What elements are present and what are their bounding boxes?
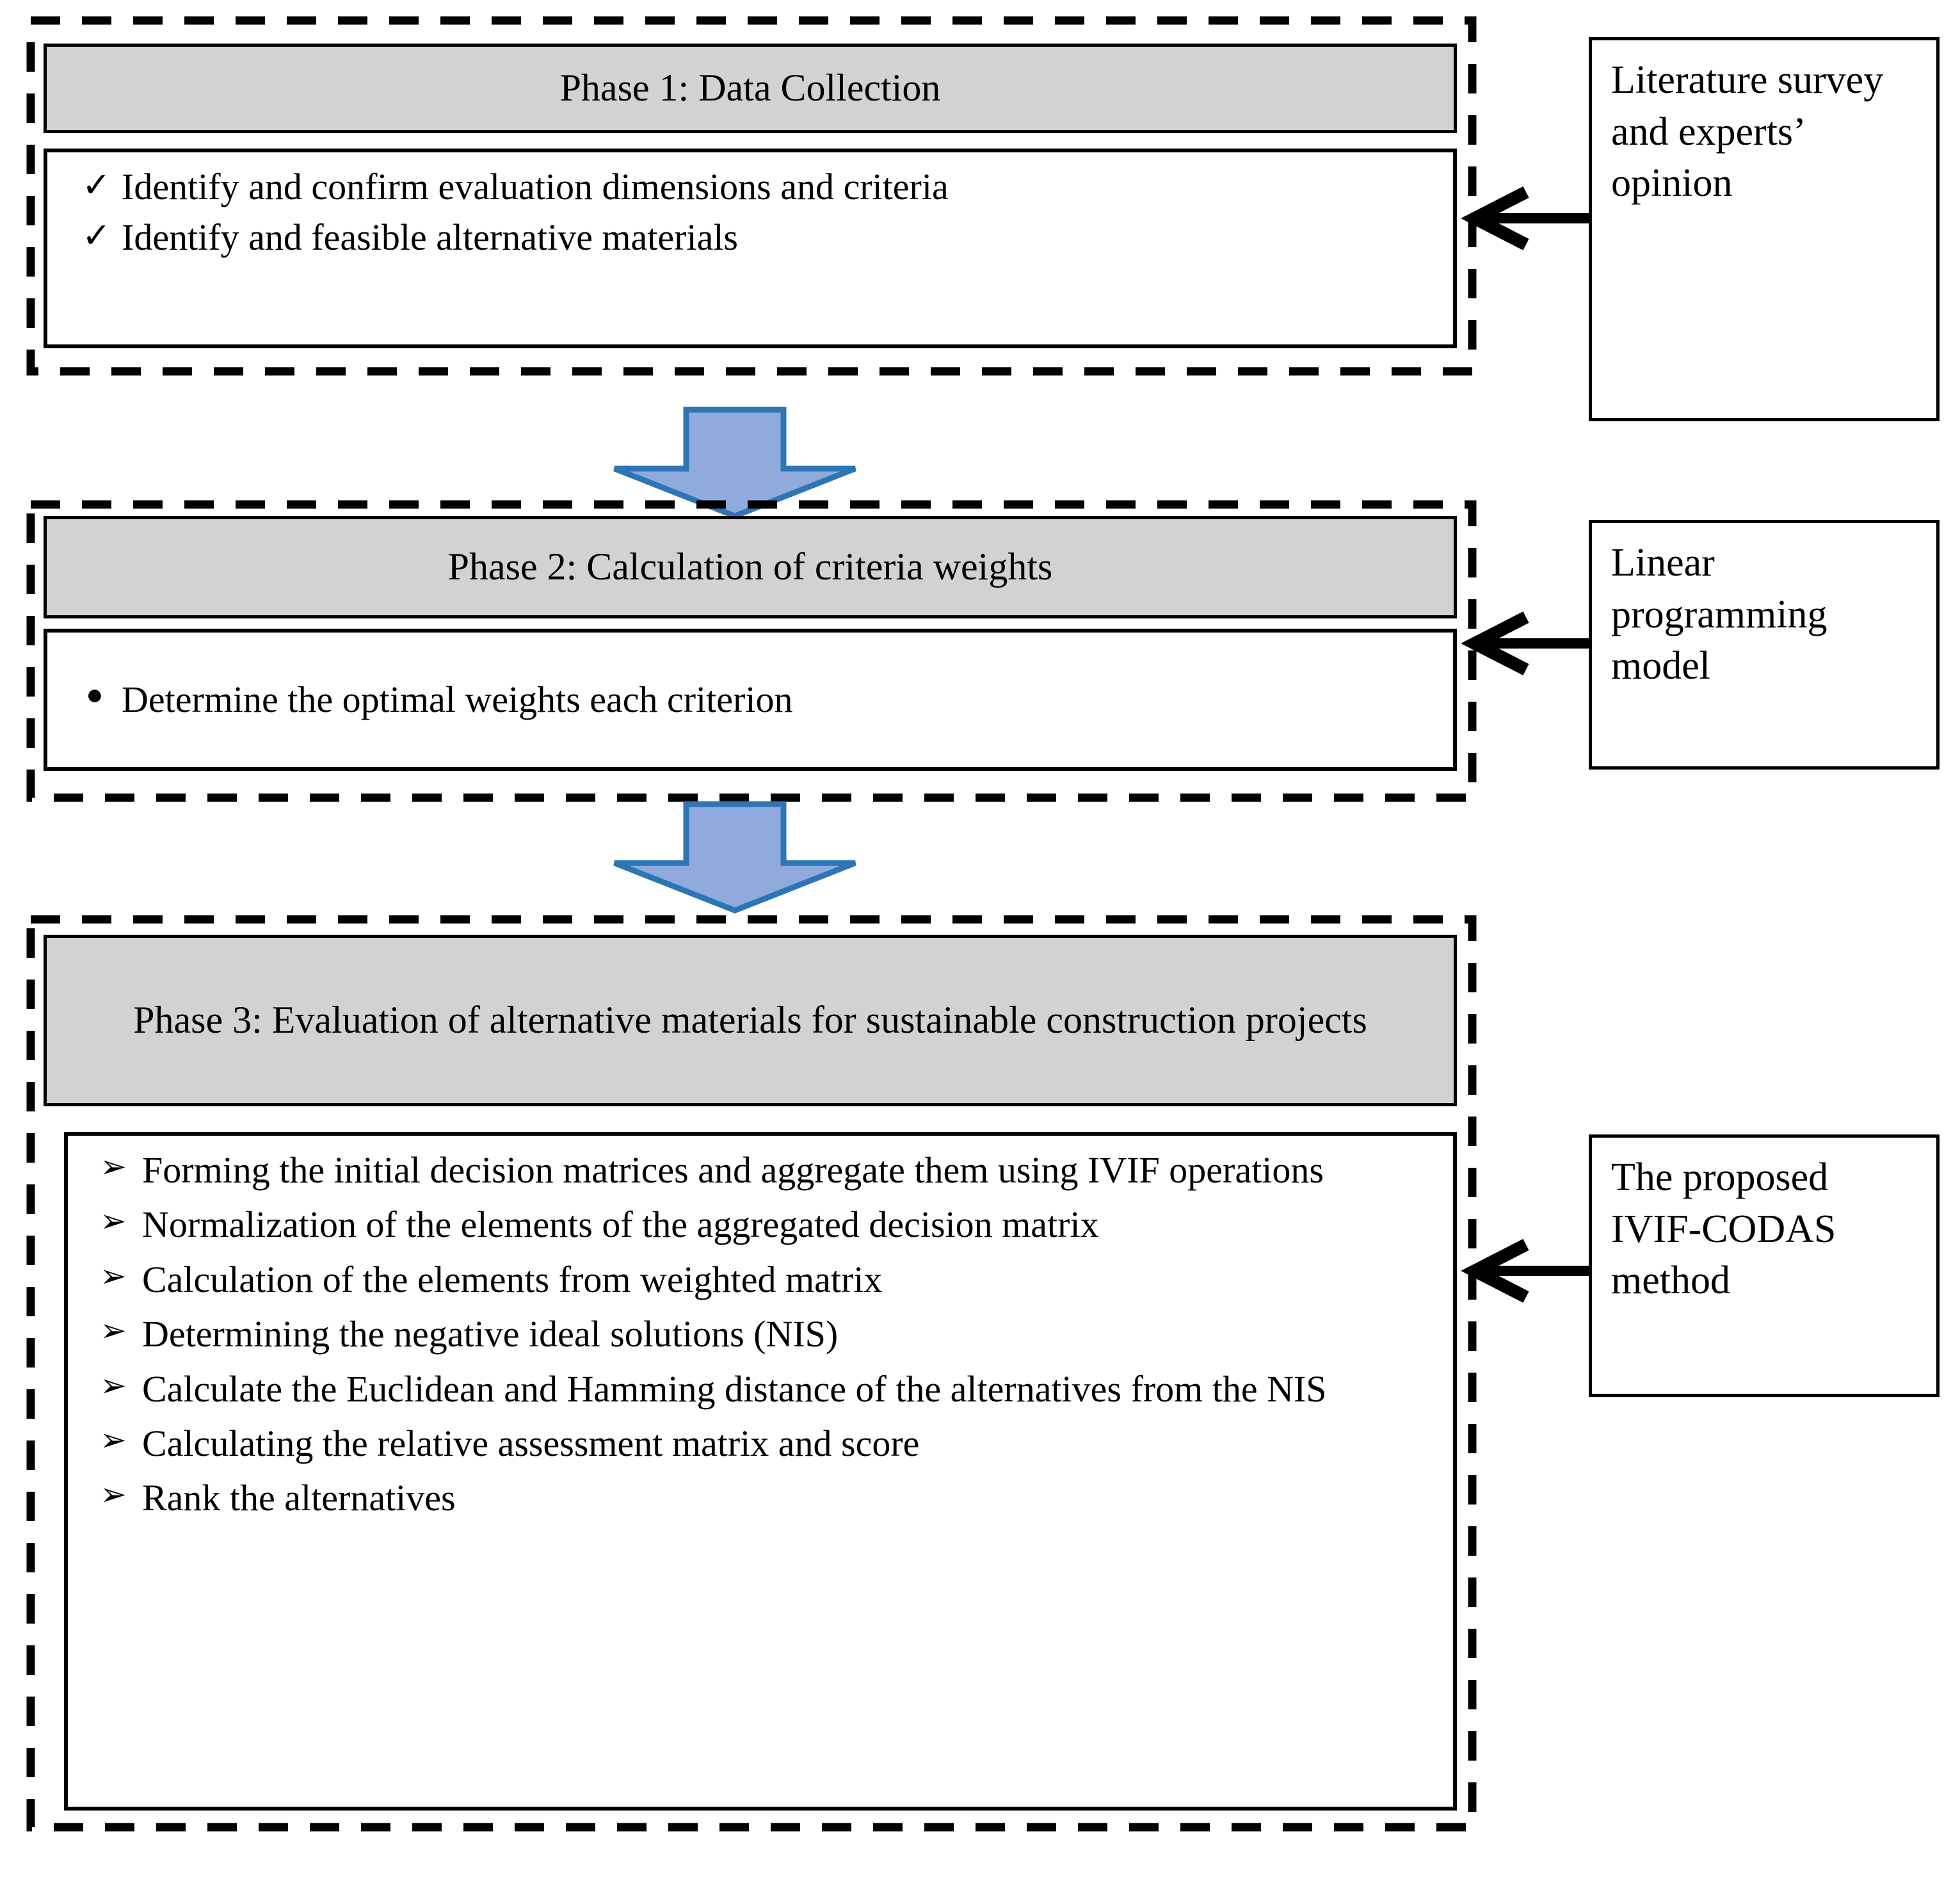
list-item-label: Calculation of the elements from weighte… [142, 1258, 883, 1300]
phase-2-list: ● Determine the optimal weights each cri… [60, 675, 1440, 723]
side-box-1: Literature survey and experts’ opinion [1589, 37, 1940, 421]
input-arrow-3 [1461, 1236, 1593, 1306]
side-box-1-label: Literature survey and experts’ opinion [1611, 58, 1884, 206]
list-item: ➢ Forming the initial decision matrices … [81, 1146, 1440, 1194]
phase-3-header: Phase 3: Evaluation of alternative mater… [44, 935, 1457, 1106]
phase-3-header-label: Phase 3: Evaluation of alternative mater… [133, 999, 1367, 1042]
list-item-label: Calculate the Euclidean and Hamming dist… [142, 1367, 1327, 1410]
list-item-label: Identify and feasible alternative materi… [122, 216, 739, 259]
phase-1-body: ✓ Identify and confirm evaluation dimens… [44, 149, 1457, 348]
side-box-2: Linear programming model [1589, 520, 1940, 770]
list-item-label: Identify and confirm evaluation dimensio… [122, 166, 949, 207]
phase-3-list: ➢ Forming the initial decision matrices … [81, 1146, 1440, 1522]
phase-1-header-label: Phase 1: Data Collection [559, 67, 941, 109]
phase-3-body: ➢ Forming the initial decision matrices … [64, 1132, 1457, 1811]
flow-arrow-2 [609, 801, 860, 914]
list-item-label: Rank the alternatives [142, 1477, 456, 1519]
list-item-label: Determining the negative ideal solutions… [142, 1313, 839, 1355]
flow-arrow-1 [609, 407, 860, 520]
list-item: ● Determine the optimal weights each cri… [60, 675, 1440, 723]
phase-2-header: Phase 2: Calculation of criteria weights [44, 516, 1457, 618]
arrow-bullet-icon: ➢ [100, 1367, 127, 1403]
arrow-bullet-icon: ➢ [100, 1476, 127, 1513]
list-item: ✓ Identify and confirm evaluation dimens… [60, 163, 1440, 211]
list-item: ✓ Identify and feasible alternative mate… [60, 213, 1440, 261]
phase-1-header: Phase 1: Data Collection [44, 44, 1457, 133]
list-item: ➢ Rank the alternatives [81, 1474, 1440, 1522]
list-item-label: Calculating the relative assessment matr… [142, 1422, 920, 1464]
arrow-bullet-icon: ➢ [100, 1149, 127, 1184]
check-icon: ✓ [82, 216, 111, 255]
phase-1-list: ✓ Identify and confirm evaluation dimens… [60, 163, 1440, 262]
phase-2-header-label: Phase 2: Calculation of criteria weights [447, 545, 1053, 588]
check-icon: ✓ [82, 166, 111, 204]
list-item: ➢ Calculate the Euclidean and Hamming di… [81, 1365, 1440, 1413]
side-box-2-label: Linear programming model [1611, 541, 1827, 688]
side-box-3: The proposed IVIF-CODAS method [1589, 1134, 1940, 1397]
list-item-label: Forming the initial decision matrices an… [142, 1149, 1324, 1191]
list-item-label: Determine the optimal weights each crite… [122, 679, 793, 721]
phase-2-body: ● Determine the optimal weights each cri… [44, 629, 1457, 771]
arrow-bullet-icon: ➢ [100, 1203, 127, 1239]
list-item: ➢ Calculation of the elements from weigh… [81, 1255, 1440, 1303]
list-item: ➢ Normalization of the elements of the a… [81, 1200, 1440, 1248]
input-arrow-1 [1461, 183, 1593, 254]
arrow-bullet-icon: ➢ [100, 1257, 127, 1294]
side-box-3-label: The proposed IVIF-CODAS method [1611, 1156, 1836, 1303]
input-arrow-2 [1461, 608, 1593, 679]
list-item-label: Normalization of the elements of the agg… [142, 1204, 1099, 1246]
arrow-bullet-icon: ➢ [100, 1421, 127, 1458]
list-item: ➢ Determining the negative ideal solutio… [81, 1310, 1440, 1358]
list-item: ➢ Calculating the relative assessment ma… [81, 1419, 1440, 1467]
bullet-dot-icon: ● [86, 678, 104, 711]
arrow-bullet-icon: ➢ [100, 1312, 127, 1349]
